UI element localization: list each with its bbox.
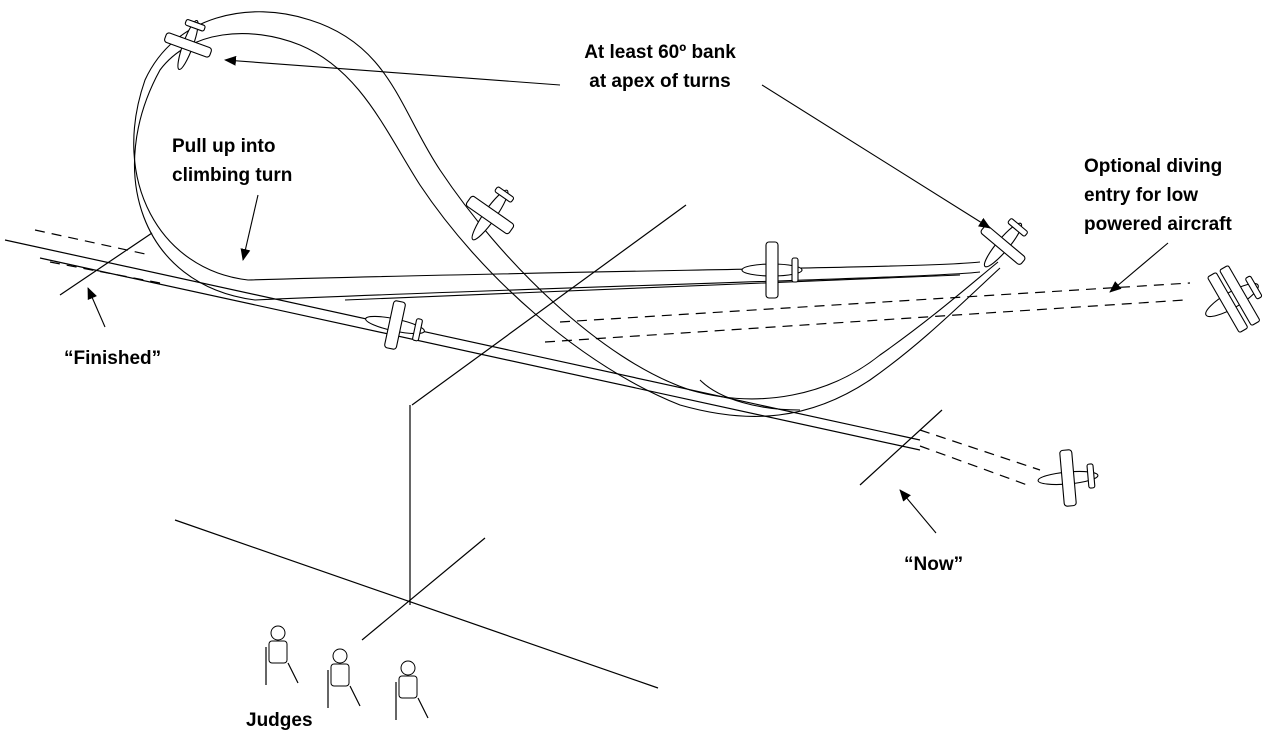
reference-line-main <box>4 239 921 441</box>
biplane-icon <box>1205 265 1263 333</box>
dashed-right-lower <box>919 445 1031 487</box>
label-finished: “Finished” <box>64 348 161 369</box>
dashed-right-upper <box>919 429 1041 471</box>
flight-path-inner <box>133 33 1001 417</box>
judge-figure <box>327 648 361 708</box>
dashed-diving-lower <box>544 299 1186 343</box>
labels: At least 60º bank at apex of turns Pull … <box>64 42 1232 731</box>
annotation-arrows <box>87 55 1169 534</box>
label-bank-line1: At least 60º bank <box>584 42 736 63</box>
airplane-icon <box>1037 449 1099 507</box>
flight-path-lower-ribbon <box>344 274 961 301</box>
flight-path-bottom-curve <box>699 379 801 411</box>
airplane-icon <box>980 218 1028 268</box>
arrow-now <box>899 489 937 534</box>
airplane-icon <box>741 241 803 299</box>
arrow-bank-left <box>224 55 561 86</box>
dashed-diving-upper <box>559 282 1191 323</box>
label-optional-line3: powered aircraft <box>1084 214 1232 235</box>
judge-figure <box>395 660 429 720</box>
label-pull-up-line2: climbing turn <box>172 165 292 186</box>
airplane-icon <box>365 300 425 350</box>
label-judges: Judges <box>246 710 313 731</box>
label-pull-up-line1: Pull up into <box>172 136 275 157</box>
flight-path-outer <box>133 11 999 400</box>
arrow-pull-up <box>240 194 259 261</box>
flight-path <box>133 11 1001 417</box>
axis-ground-short <box>361 537 486 641</box>
reference-line-second <box>39 257 921 451</box>
dashed-lines <box>34 229 1191 487</box>
now-marker-line <box>859 409 943 486</box>
label-bank-line2: at apex of turns <box>589 71 730 92</box>
axis-ground-long <box>174 519 659 689</box>
dashed-left-lower <box>49 261 161 284</box>
judge-figure <box>265 625 299 685</box>
label-optional-line1: Optional diving <box>1084 156 1222 177</box>
axis-diagonal-upper <box>411 204 687 406</box>
arrow-bank-right <box>761 84 991 229</box>
airplane-icon <box>465 186 515 241</box>
arrow-finished <box>87 287 106 328</box>
finished-marker-line <box>59 232 153 296</box>
ground-reference-lines <box>4 204 943 689</box>
arrow-optional <box>1109 242 1169 293</box>
label-now: “Now” <box>904 554 963 575</box>
label-optional-line2: entry for low <box>1084 185 1198 206</box>
dashed-left-upper <box>34 229 151 256</box>
airplane-icon <box>164 19 212 71</box>
